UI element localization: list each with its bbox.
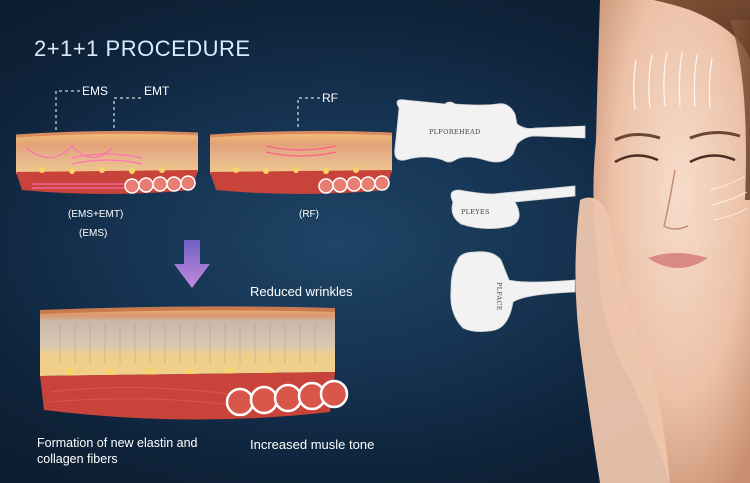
formation-caption-line1: Formation of new elastin and <box>37 436 198 450</box>
skin-diagram-rf <box>209 130 393 194</box>
emt-marker-label: EMT <box>144 84 170 98</box>
pad-face-label: PLFACE <box>495 282 503 311</box>
muscle-tone-label: Increased musle tone <box>250 437 375 452</box>
skin-diagram-ems-emt <box>15 130 199 194</box>
reduced-wrinkles-label: Reduced wrinkles <box>250 284 353 299</box>
down-arrow-icon <box>174 240 210 288</box>
procedure-title: 2+1+1 PROCEDURE <box>34 36 251 61</box>
pad-eyes-icon: PLEYES <box>450 185 576 229</box>
pad-face-icon: PLFACE <box>450 251 576 332</box>
caption-rf: (RF) <box>299 209 319 220</box>
pad-eyes-label: PLEYES <box>461 208 490 216</box>
face-photo <box>575 0 750 483</box>
formation-caption: Formation of new elastin and collagen fi… <box>37 435 198 467</box>
rf-marker-label: RF <box>322 91 338 105</box>
formation-caption-line2: collagen fibers <box>37 452 118 466</box>
electrode-pads: PLFOREHEAD PLEYES PLFACE <box>394 99 586 332</box>
pad-forehead-icon: PLFOREHEAD <box>394 99 586 163</box>
ems-marker-label: EMS <box>82 84 109 98</box>
caption-ems-emt: (EMS+EMT) <box>68 209 124 220</box>
pad-forehead-label: PLFOREHEAD <box>429 128 481 136</box>
caption-ems: (EMS) <box>79 228 108 239</box>
skin-diagram-result <box>39 306 349 420</box>
